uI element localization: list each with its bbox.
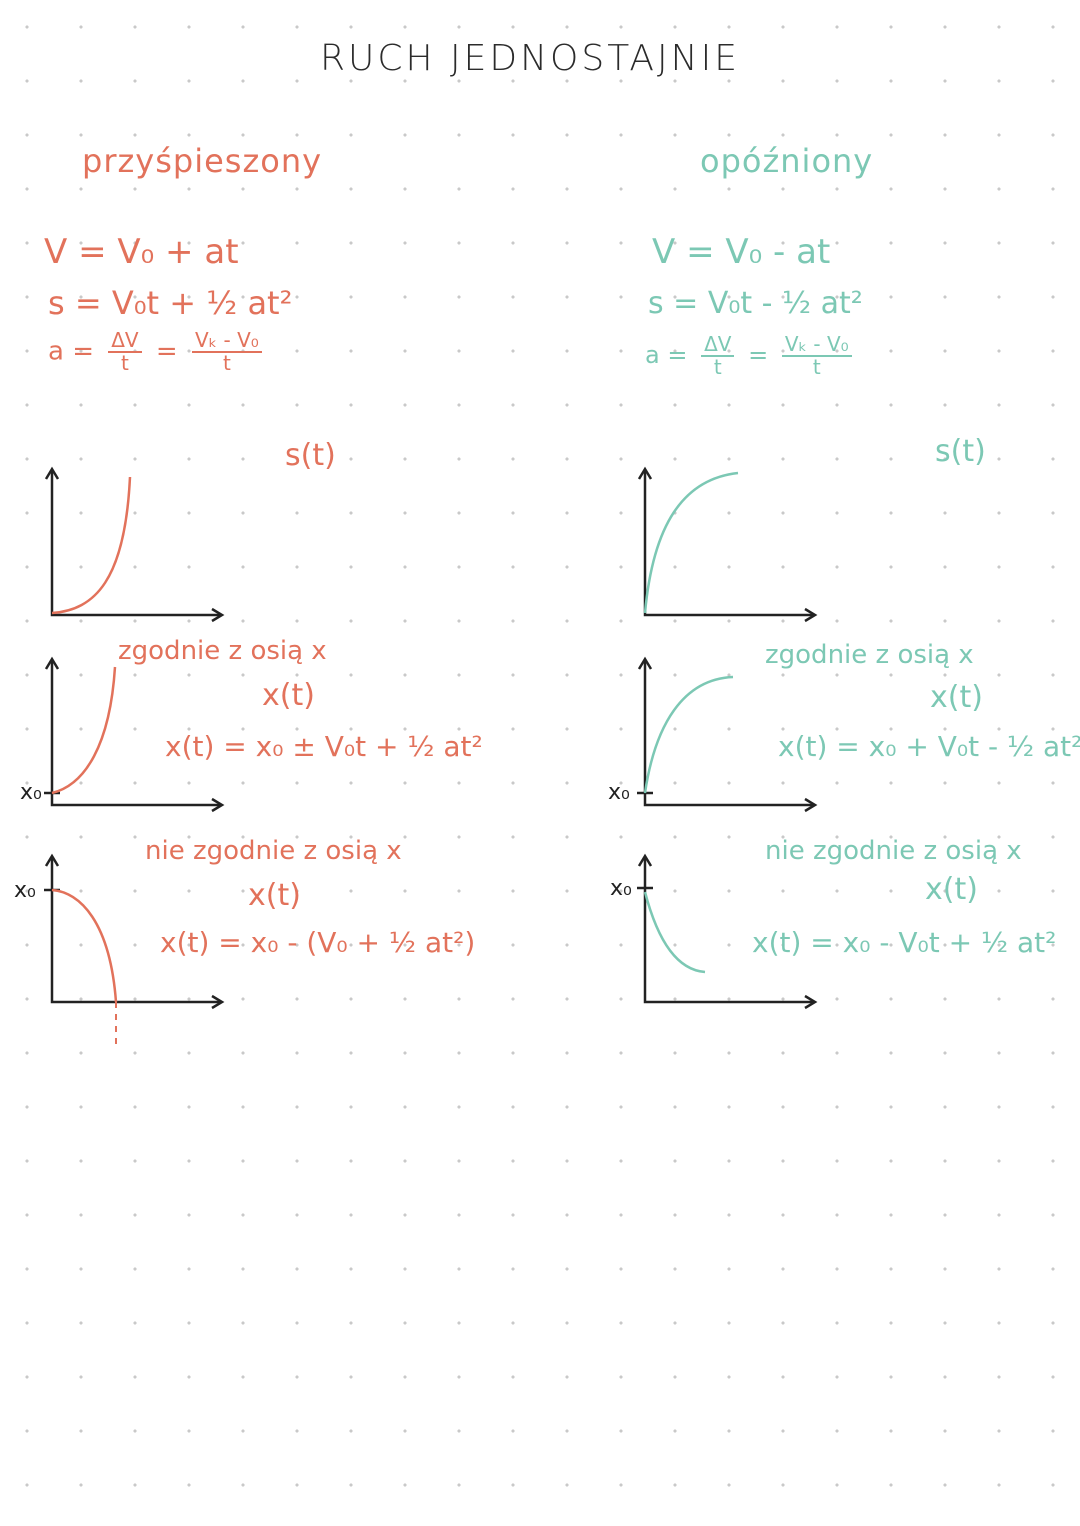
right-graph-xt-against-x-arrow xyxy=(804,994,818,1010)
left-section2-caption: zgodnie z osią x xyxy=(118,636,327,666)
left-fraction-2-num: Vₖ - V₀ xyxy=(191,330,262,353)
left-section3-caption: nie zgodnie z osią x xyxy=(145,836,402,866)
right-fraction-2-num: Vₖ - V₀ xyxy=(781,334,852,357)
left-graph-st xyxy=(44,466,225,623)
right-fraction-2-den: t xyxy=(812,355,821,379)
left-formula-v: V = V₀ + at xyxy=(44,232,239,272)
right-graph-st-y-arrow xyxy=(637,466,653,480)
left-formula-a-lhs: a = xyxy=(48,336,94,367)
right-graph-st-curve xyxy=(643,471,739,614)
left-graph-xt-against-x-arrow xyxy=(211,994,225,1010)
left-x0-label-2: x₀ xyxy=(14,878,36,903)
left-x0-label-1: x₀ xyxy=(20,780,42,805)
right-graph-st xyxy=(637,466,818,623)
right-graph-st-x-arrow xyxy=(804,607,818,623)
right-formula-a-lhs: a = xyxy=(645,341,688,369)
left-graph-st-curve xyxy=(51,476,132,615)
left-graph-xt-against-curve xyxy=(51,888,118,1003)
right-graph-xt-against-axes xyxy=(643,858,813,1004)
right-formula-s: s = V₀t - ½ at² xyxy=(648,286,863,321)
right-section2-caption: zgodnie z osią x xyxy=(765,640,974,670)
right-fraction-1-den: t xyxy=(713,355,722,379)
left-graph-xt-against-axes xyxy=(50,858,220,1004)
left-graph-st-axes xyxy=(50,471,220,617)
right-heading: opóźniony xyxy=(700,142,874,180)
right-x0-label-2: x₀ xyxy=(610,876,632,901)
right-section3-caption: nie zgodnie z osią x xyxy=(765,836,1022,866)
left-section2-formula: x(t) = x₀ ± V₀t + ½ at² xyxy=(165,730,483,763)
right-formula-a-eq: = xyxy=(748,341,769,369)
right-graph1-label: s(t) xyxy=(935,434,986,469)
left-section3-label: x(t) xyxy=(248,878,301,913)
left-graph-xt-along-axes xyxy=(50,661,220,807)
left-graph-st-x-arrow xyxy=(211,607,225,623)
right-graph-xt-against xyxy=(637,853,818,1010)
right-graph-xt-against-y-arrow xyxy=(637,853,653,867)
left-fraction-1-den: t xyxy=(121,351,129,375)
left-graph-xt-along-curve xyxy=(51,666,117,795)
right-x0-label-1: x₀ xyxy=(608,780,630,805)
right-graph-xt-along-axes xyxy=(643,661,813,807)
left-formula-a-eq: = xyxy=(155,336,178,367)
right-section2-label: x(t) xyxy=(930,680,983,715)
left-graph-xt-along xyxy=(44,656,225,813)
left-fraction-2-den: t xyxy=(222,351,231,375)
left-graph-st-y-arrow xyxy=(44,466,60,480)
left-graph-xt-against-y-arrow xyxy=(44,853,60,867)
right-graph-xt-along-curve xyxy=(643,675,734,794)
right-graph-xt-along-y-arrow xyxy=(637,656,653,670)
left-graph-xt-against xyxy=(44,853,225,1048)
right-fraction-1-num: ΔV xyxy=(701,334,735,357)
left-section2-label: x(t) xyxy=(262,678,315,713)
left-graph-xt-along-y-arrow xyxy=(44,656,60,670)
right-section3-formula: x(t) = x₀ - V₀t + ½ at² xyxy=(752,926,1057,959)
left-section3-formula: x(t) = x₀ - (V₀ + ½ at²) xyxy=(160,926,476,959)
left-graph-xt-along-x-arrow xyxy=(211,797,225,813)
page-title: RUCH JEDNOSTAJNIE xyxy=(320,38,740,79)
right-section3-label: x(t) xyxy=(925,872,978,907)
right-formula-v: V = V₀ - at xyxy=(652,232,831,272)
left-graph1-label: s(t) xyxy=(285,438,336,473)
right-graph-xt-against-curve xyxy=(643,891,706,974)
left-fraction-1-num: ΔV xyxy=(108,330,142,353)
right-graph-st-axes xyxy=(643,471,813,617)
right-graph-xt-along-x-arrow xyxy=(804,797,818,813)
left-heading: przyśpieszony xyxy=(82,142,323,180)
right-section2-formula: x(t) = x₀ + V₀t - ½ at² xyxy=(778,730,1080,763)
left-formula-s: s = V₀t + ½ at² xyxy=(48,284,293,322)
right-graph-xt-along xyxy=(637,656,818,813)
